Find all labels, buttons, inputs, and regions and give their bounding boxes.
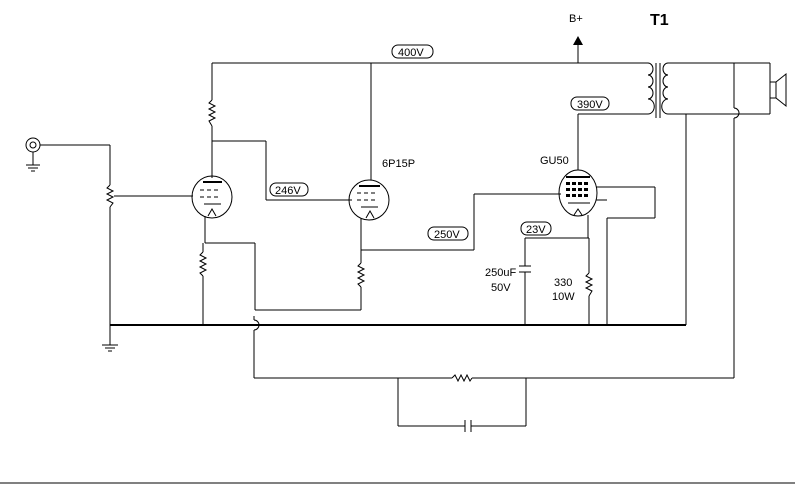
voltage-23: 23V <box>526 224 546 236</box>
t1-label: T1 <box>650 12 669 29</box>
plate-resistor-v1 <box>207 99 217 127</box>
voltage-246: 246V <box>275 185 301 197</box>
cathode-bypass-capacitor <box>519 265 531 275</box>
tube-6p15p <box>348 179 390 221</box>
voltage-250: 250V <box>434 229 460 241</box>
voltage-390: 390V <box>577 99 603 111</box>
feedback-resistor <box>451 373 473 383</box>
b-plus-label: B+ <box>569 13 583 25</box>
output-transformer <box>647 62 669 118</box>
capacitor-voltage-label: 50V <box>491 282 511 294</box>
volume-potentiometer <box>105 184 119 208</box>
resistor-power-label: 10W <box>552 291 575 303</box>
tube-gu50 <box>558 169 598 217</box>
resistor-value-label: 330 <box>554 277 572 289</box>
cathode-resistor-gu50 <box>584 272 594 297</box>
input-jack-icon <box>25 137 41 172</box>
cathode-resistor-v1 <box>198 251 208 277</box>
speaker-icon <box>769 72 787 108</box>
b-plus-arrow-icon <box>573 36 583 45</box>
ground-symbol <box>102 344 118 352</box>
tube-gu50-label: GU50 <box>540 155 569 167</box>
feedback-capacitor <box>464 420 472 432</box>
voltage-400: 400V <box>398 47 424 59</box>
cathode-resistor-6p15p <box>356 262 366 288</box>
capacitor-value-label: 250uF <box>485 267 516 279</box>
tube-6p15p-label: 6P15P <box>382 158 415 170</box>
tube-v1 <box>191 175 233 219</box>
wires <box>40 44 771 427</box>
